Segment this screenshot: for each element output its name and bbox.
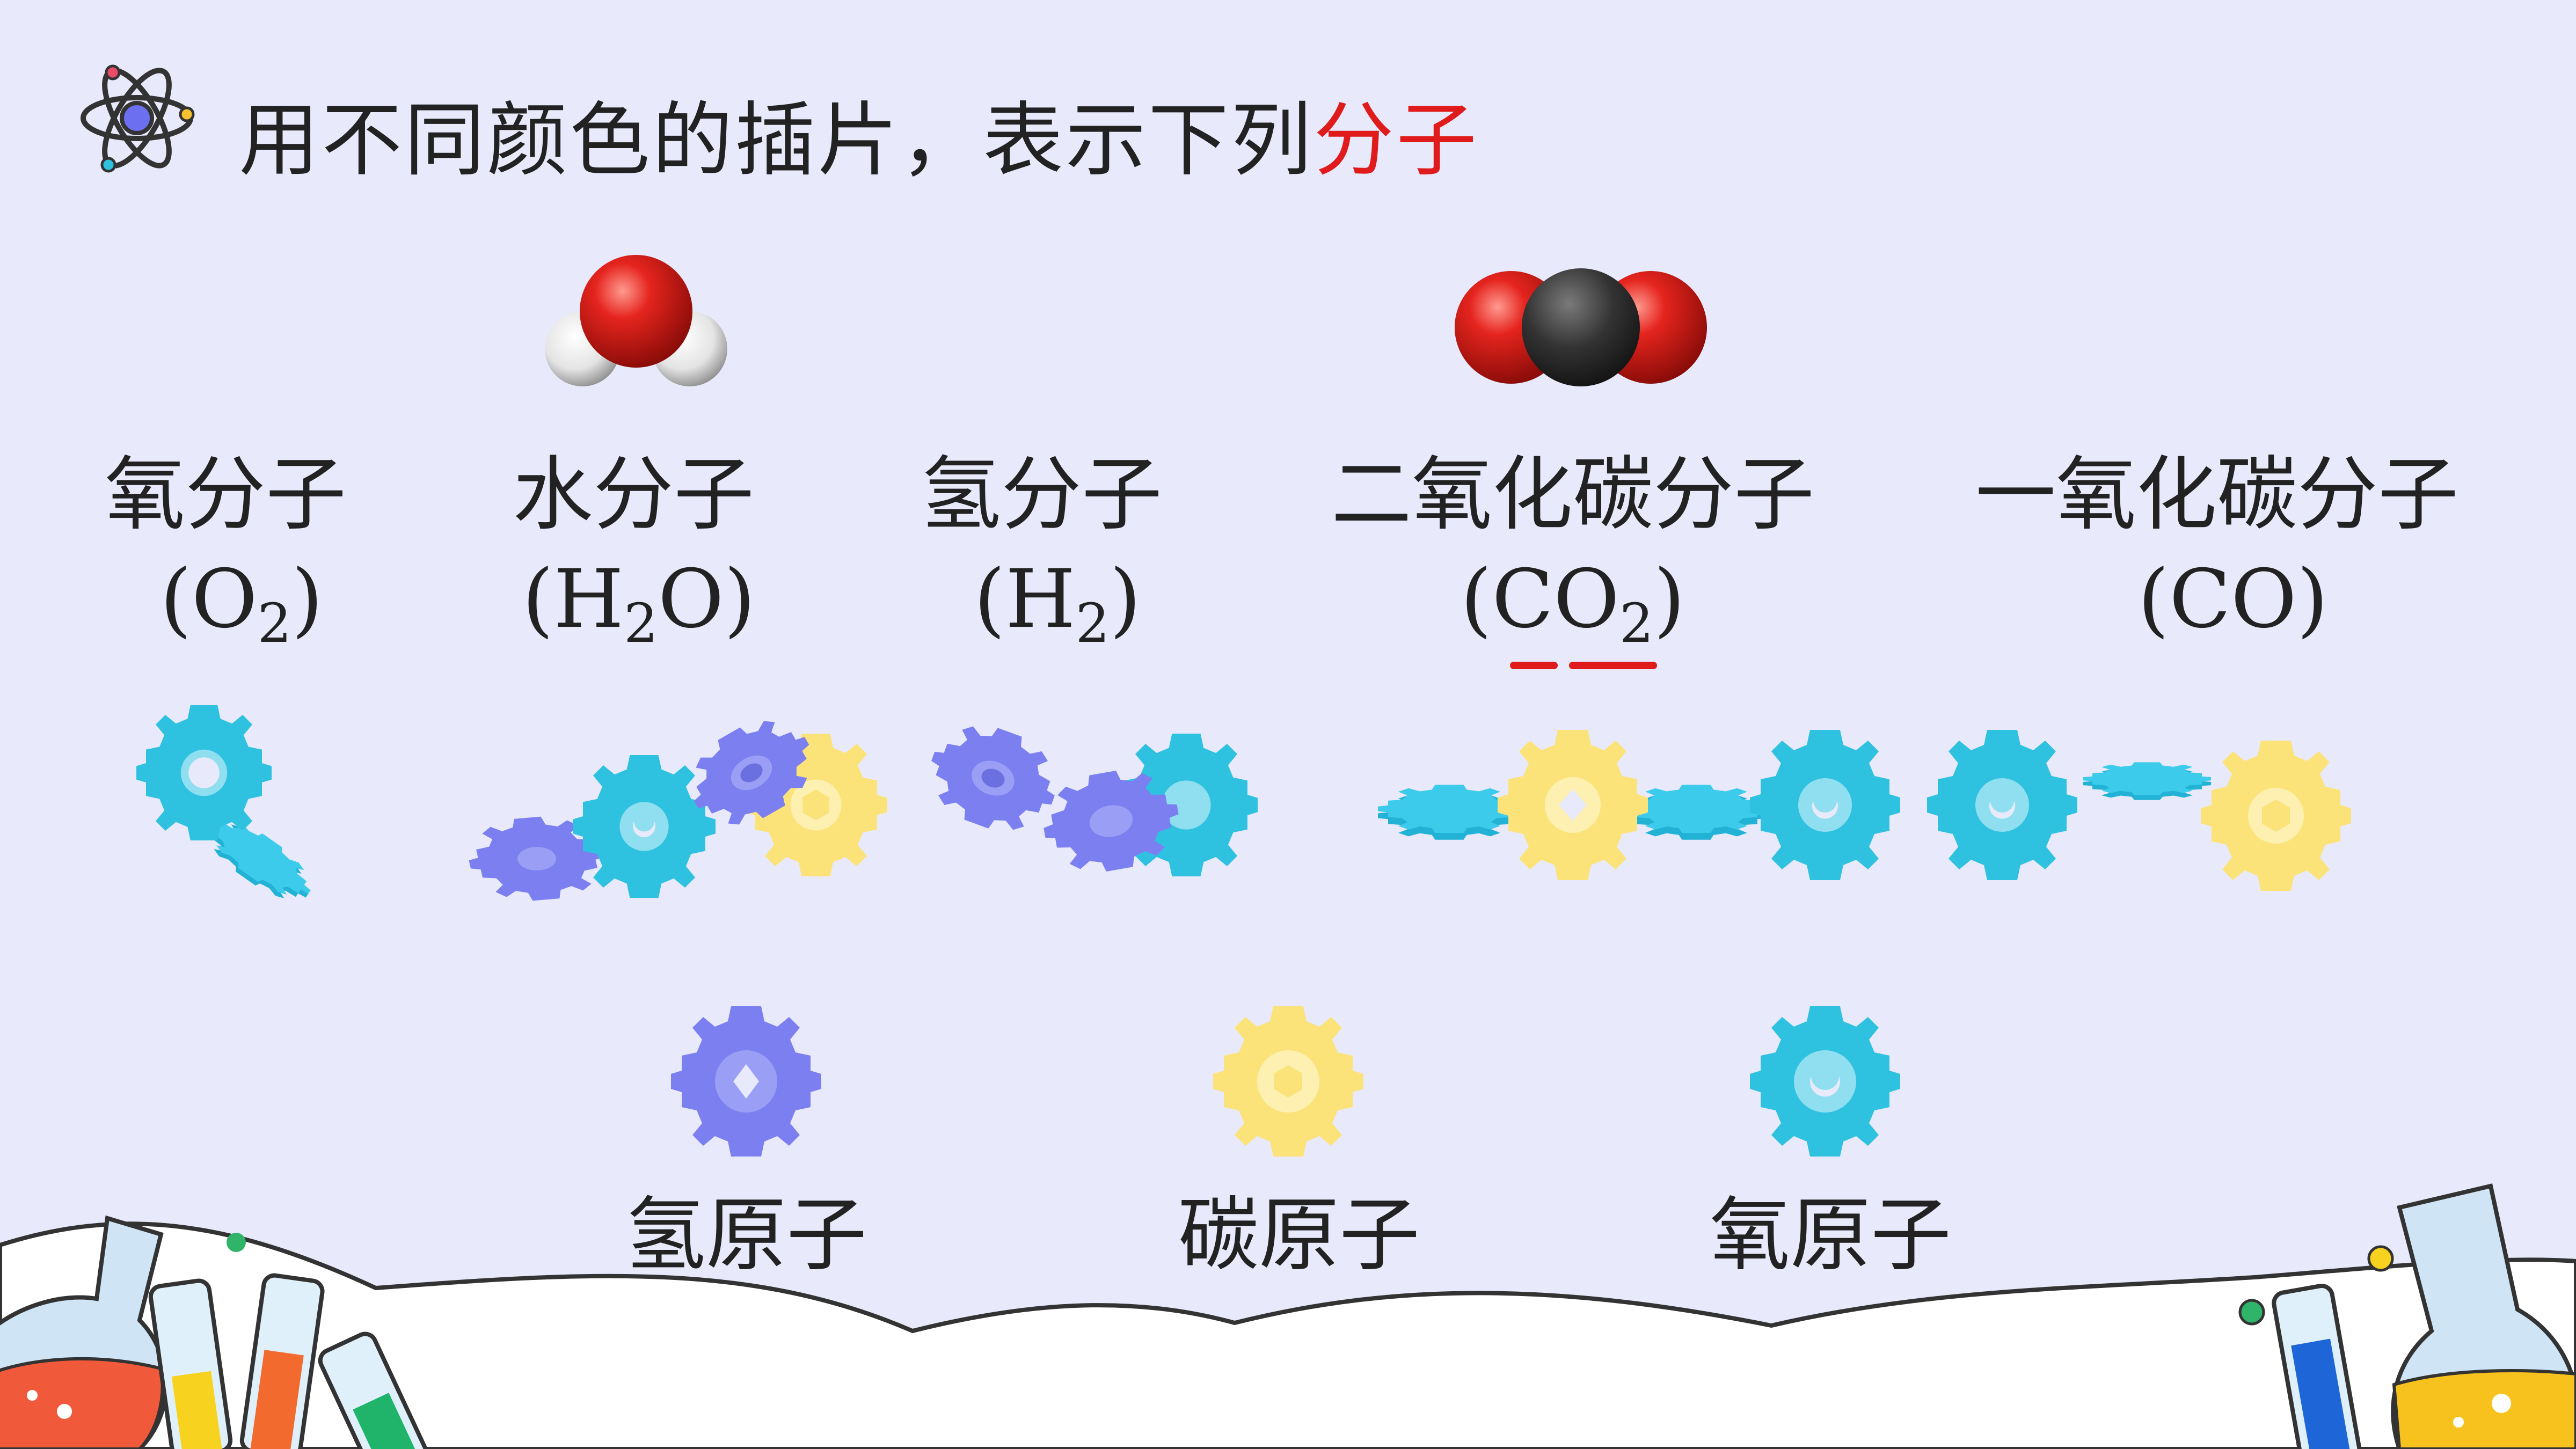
molecule-name-oxygen: 氧分子 <box>104 448 346 541</box>
legend-label-hydrogen: 氢原子 <box>625 1189 867 1282</box>
formula-hydrogen: (H2) <box>974 553 1141 655</box>
hydrogen-atom-icon <box>671 1006 821 1157</box>
carbon-atom-icon <box>1213 1006 1363 1157</box>
water-molecule-model <box>460 701 887 905</box>
bottom-decoration <box>0 1183 2576 1449</box>
title-highlight: 分子 <box>1313 94 1479 187</box>
co2-molecule-model <box>1378 730 1900 880</box>
oxygen-atom-icon <box>1750 1006 1900 1157</box>
co2-molecule-icon <box>1455 268 1707 386</box>
flask-left-icon <box>0 1215 168 1449</box>
molecule-name-hydrogen: 氢分子 <box>920 448 1162 541</box>
hydrogen-molecule-model <box>916 710 1258 881</box>
formula-co: (CO) <box>2137 553 2329 646</box>
legend-label-carbon: 碳原子 <box>1178 1189 1420 1282</box>
atom-icon <box>81 64 195 173</box>
formula-co2: (CO2) <box>1460 553 1685 655</box>
legend-label-oxygen: 氧原子 <box>1709 1189 1951 1282</box>
test-tube-blue-icon <box>2272 1284 2362 1449</box>
co-molecule-model <box>1927 730 2351 891</box>
water-molecule-icon <box>545 255 727 386</box>
formula-water: (H2O) <box>522 553 756 655</box>
test-tube-orange-icon <box>239 1273 325 1449</box>
test-tube-green-icon <box>318 1331 428 1449</box>
co2-underline-marks <box>1510 662 1657 669</box>
test-tube-yellow-icon <box>148 1278 233 1449</box>
molecule-name-water: 水分子 <box>512 448 754 541</box>
flask-right-icon <box>2391 1183 2576 1449</box>
formula-oxygen: (O2) <box>160 553 323 655</box>
molecule-name-co: 一氧化碳分子 <box>1975 448 2458 541</box>
page-title: 用不同颜色的插片，表示下列分子 <box>239 94 1479 187</box>
oxygen-molecule-model <box>136 705 322 913</box>
molecule-name-co2: 二氧化碳分子 <box>1331 448 1814 541</box>
